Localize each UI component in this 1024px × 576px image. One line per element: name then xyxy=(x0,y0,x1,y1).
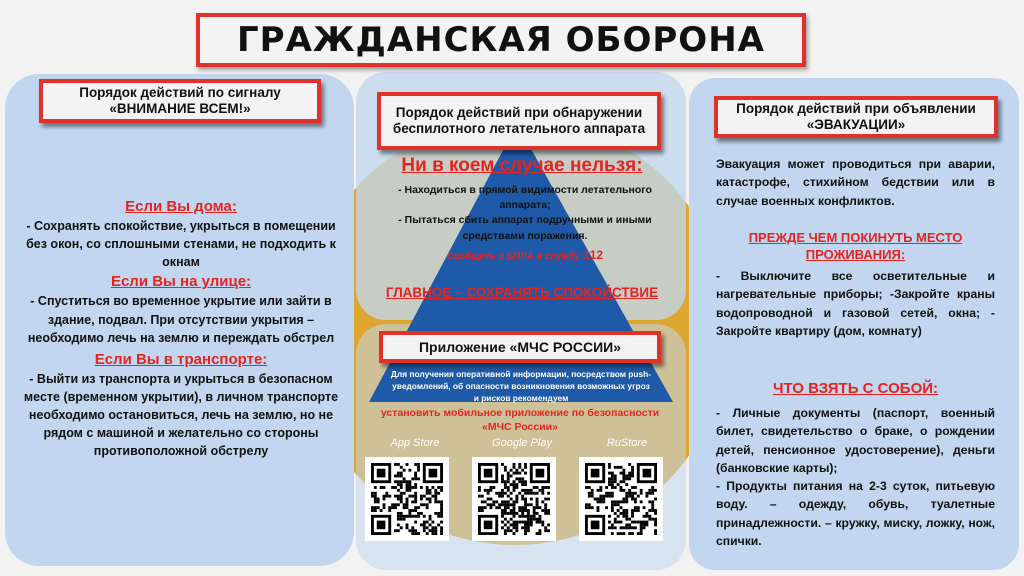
forbidden-item: - Пытаться сбить аппарат подручными и ин… xyxy=(398,214,652,242)
right-header: Порядок действий при объявлении «ЭВАКУАЦ… xyxy=(714,96,998,138)
street-heading: Если Вы на улице: xyxy=(110,273,252,291)
home-text: - Сохранять спокойствие, укрыться в поме… xyxy=(26,219,336,270)
title-banner: ГРАЖДАНСКАЯ ОБОРОНА xyxy=(196,13,806,67)
qr-code-rustore[interactable] xyxy=(579,457,663,541)
app-install-text: установить мобильное приложение по безоп… xyxy=(380,407,660,434)
take-text: - Продукты питания на 2-3 суток, питьеву… xyxy=(716,479,995,549)
qr-code-appstore[interactable] xyxy=(365,457,449,541)
store-label-googleplay[interactable]: Google Play xyxy=(492,437,552,449)
report-line: Сообщить о БПЛА в службу 112 xyxy=(380,246,670,264)
forbidden-list: - Находиться в прямой видимости летатель… xyxy=(380,183,670,244)
right-panel xyxy=(689,78,1019,570)
left-content: Если Вы дома: - Сохранять спокойствие, у… xyxy=(22,198,340,460)
forbidden-item: - Находиться в прямой видимости летатель… xyxy=(398,184,652,212)
evacuation-intro: Эвакуация может проводиться при аварии, … xyxy=(716,157,995,208)
app-header: Приложение «МЧС РОССИИ» xyxy=(379,331,661,363)
report-number: 112 xyxy=(583,248,604,262)
report-text: Сообщить о БПЛА в службу xyxy=(446,251,580,262)
app-description: Для получения оперативной информации, по… xyxy=(390,369,652,404)
forbidden-heading: Ни в коем случае нельзя: xyxy=(401,155,643,176)
store-label-rustore[interactable]: RuStore xyxy=(606,437,648,449)
left-header: Порядок действий по сигналу «ВНИМАНИЕ ВС… xyxy=(39,79,321,123)
street-text: - Спуститься во временное укрытие или за… xyxy=(27,294,335,345)
transport-heading: Если Вы в транспорте: xyxy=(94,350,268,368)
center-header: Порядок действий при обнаружении беспило… xyxy=(377,92,661,150)
left-panel xyxy=(5,74,354,566)
take-list: - Личные документы (паспорт, военный бил… xyxy=(716,404,995,550)
qr-code-googleplay[interactable] xyxy=(472,457,556,541)
take-heading: ЧТО ВЗЯТЬ С СОБОЙ: xyxy=(772,380,939,397)
before-heading: ПРЕЖДЕ ЧЕМ ПОКИНУТЬ МЕСТО ПРОЖИВАНИЯ: xyxy=(748,230,963,262)
page-title: ГРАЖДАНСКАЯ ОБОРОНА xyxy=(237,20,765,60)
transport-text: - Выйти из транспорта и укрыться в безоп… xyxy=(23,371,339,459)
before-text: - Выключите все осветительные и нагреват… xyxy=(716,269,995,338)
take-text: - Личные документы (паспорт, военный бил… xyxy=(716,406,995,475)
main-rule: ГЛАВНОЕ – СОХРАНЯТЬ СПОКОЙСТВИЕ xyxy=(385,285,659,300)
store-label-appstore[interactable]: App Store xyxy=(390,437,440,449)
home-heading: Если Вы дома: xyxy=(125,198,237,215)
